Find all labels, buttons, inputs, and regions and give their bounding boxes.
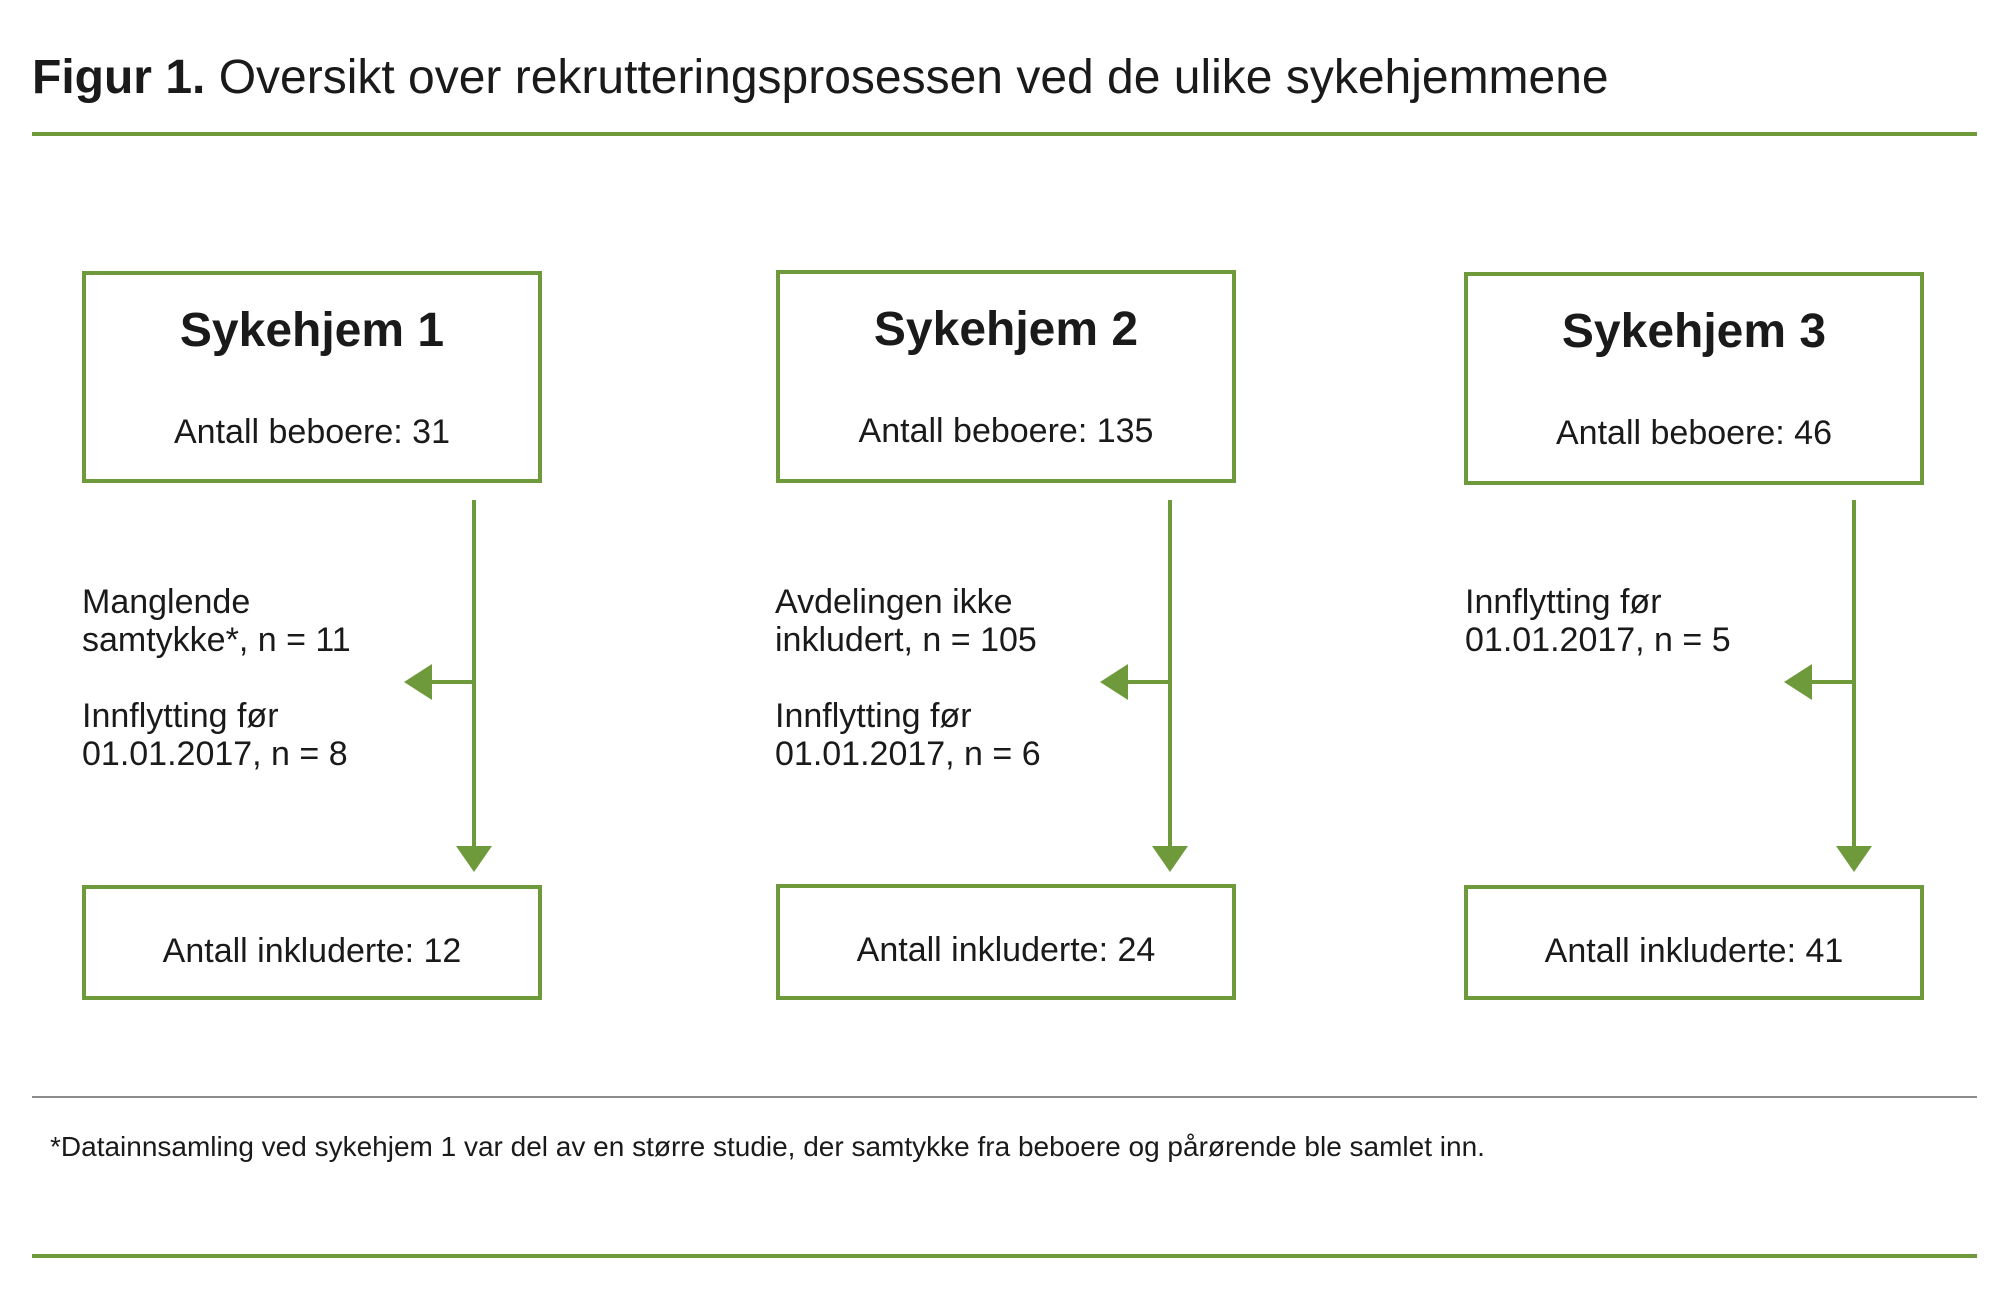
included-box-3: Antall inkluderte: 41 (1464, 885, 1924, 1000)
down-arrow-head-3 (1836, 846, 1872, 872)
side-arrow-head-1 (404, 664, 432, 700)
down-arrow-head-2 (1152, 846, 1188, 872)
exclusion-notes-1: Manglende samtykke*, n = 11 Innflytting … (82, 583, 462, 811)
nursing-home-box-1: Sykehjem 1 Antall beboere: 31 (82, 271, 542, 483)
exclusion-item: Innflytting før 01.01.2017, n = 6 (775, 697, 1041, 773)
side-arrow-head-2 (1100, 664, 1128, 700)
nursing-home-name: Sykehjem 1 (179, 304, 445, 357)
side-arrow-head-3 (1784, 664, 1812, 700)
nursing-home-box-2: Sykehjem 2 Antall beboere: 135 (776, 270, 1236, 483)
exclusion-notes-3: Innflytting før 01.01.2017, n = 5 (1465, 583, 1845, 697)
figure-caption: Oversikt over rekrutteringsprosessen ved… (218, 51, 1609, 104)
footnote-divider (32, 1096, 1977, 1098)
exclusion-item: Innflytting før 01.01.2017, n = 5 (1465, 583, 1731, 659)
included-count: Antall inkluderte: 41 (1544, 932, 1844, 970)
figure-title: Figur 1. Oversikt over rekrutteringspros… (32, 48, 1609, 108)
footnote: *Datainnsamling ved sykehjem 1 var del a… (50, 1131, 1485, 1162)
resident-count: Antall beboere: 46 (1556, 414, 1832, 452)
top-divider (32, 132, 1977, 136)
included-count: Antall inkluderte: 24 (856, 931, 1156, 969)
included-box-1: Antall inkluderte: 12 (82, 885, 542, 1000)
down-arrow-head-1 (456, 846, 492, 872)
nursing-home-name: Sykehjem 3 (1561, 305, 1827, 358)
resident-count: Antall beboere: 135 (858, 412, 1154, 450)
exclusion-item: Avdelingen ikke inkludert, n = 105 (775, 583, 1037, 659)
included-count: Antall inkluderte: 12 (162, 932, 462, 970)
included-box-2: Antall inkluderte: 24 (776, 884, 1236, 1000)
exclusion-item: Manglende samtykke*, n = 11 (82, 583, 351, 659)
resident-count: Antall beboere: 31 (174, 413, 450, 451)
nursing-home-box-3: Sykehjem 3 Antall beboere: 46 (1464, 272, 1924, 485)
figure-number: Figur 1. (32, 51, 206, 104)
nursing-home-name: Sykehjem 2 (873, 303, 1139, 356)
bottom-divider (32, 1254, 1977, 1258)
exclusion-item: Innflytting før 01.01.2017, n = 8 (82, 697, 348, 773)
exclusion-notes-2: Avdelingen ikke inkludert, n = 105 Innfl… (775, 583, 1155, 811)
